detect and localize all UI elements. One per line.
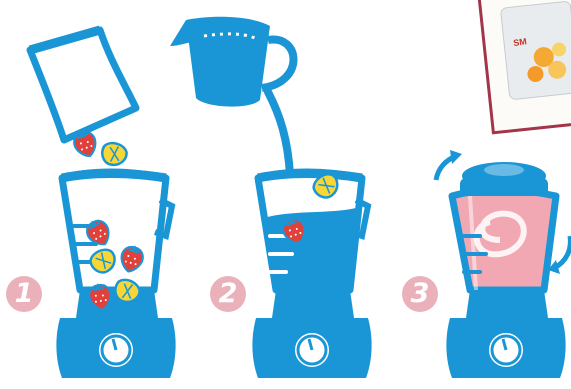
step-3-badge: 3 — [402, 276, 438, 312]
water-jug-icon — [170, 17, 294, 107]
blender-icon — [446, 162, 565, 378]
rotate-arrow-icon — [436, 150, 462, 180]
water-stream — [268, 92, 290, 175]
step-1-badge: 1 — [6, 276, 42, 312]
step-2-badge: 2 — [210, 276, 246, 312]
blender-icon — [56, 172, 175, 378]
blender-icon — [252, 172, 371, 378]
product-photo — [479, 0, 571, 133]
pineapple-chunk-icon — [100, 141, 128, 167]
fruit-bag-icon — [30, 30, 136, 140]
